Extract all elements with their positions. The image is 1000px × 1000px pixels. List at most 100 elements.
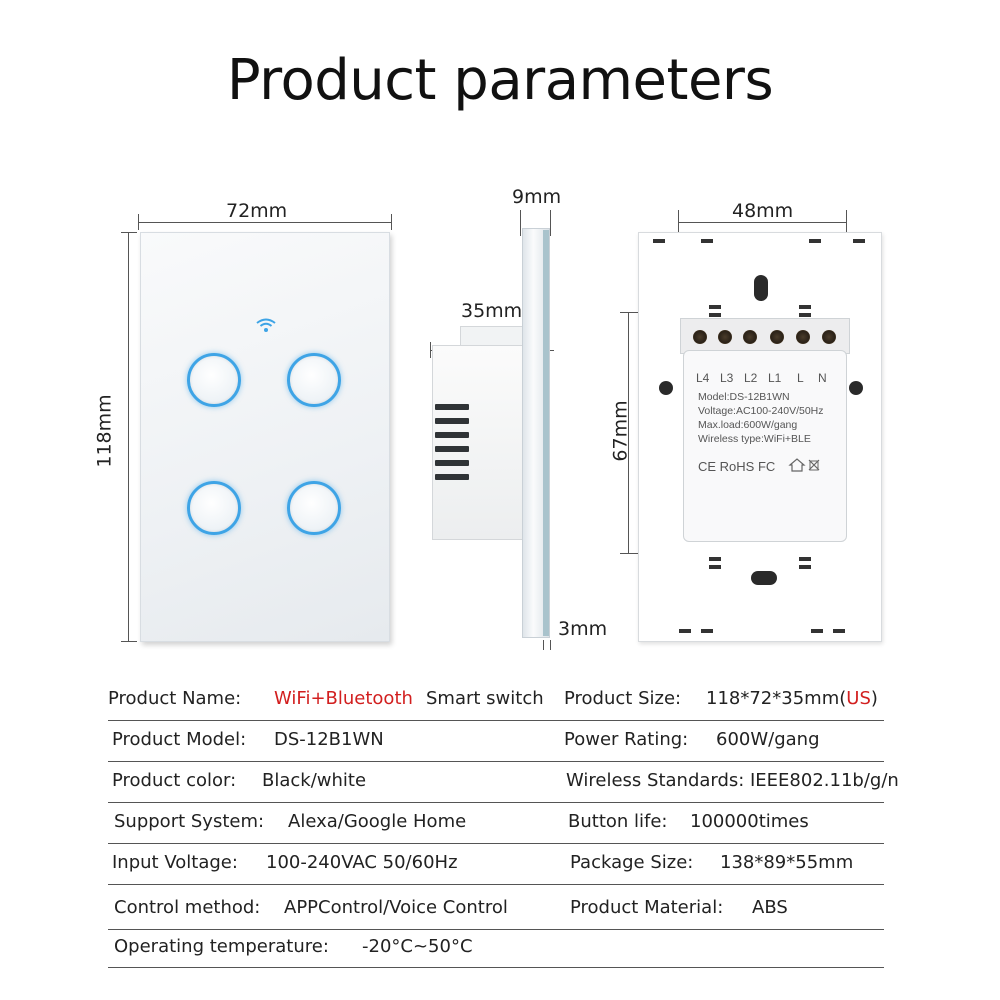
back-slot bbox=[709, 565, 721, 569]
spec-label: Product Size: bbox=[564, 688, 682, 709]
house-bin-icon bbox=[788, 458, 820, 472]
dim-glass-tick-left bbox=[543, 640, 544, 650]
vent-slot bbox=[435, 474, 469, 480]
dim-depth-tick-left bbox=[520, 210, 521, 236]
table-row: Operating temperature: -20°C~50°C bbox=[108, 930, 884, 968]
touch-button-2 bbox=[287, 353, 341, 407]
dim-height-label: 118mm bbox=[93, 394, 116, 468]
relay-module: L4 L3 L2 L1 L N Model:DS-12B1WN Voltage:… bbox=[683, 350, 847, 542]
module-line: Max.load:600W/gang bbox=[698, 419, 798, 431]
touch-button-3 bbox=[187, 481, 241, 535]
dim-glass-tick-right bbox=[550, 640, 551, 650]
terminal-label: L2 bbox=[744, 371, 758, 385]
mount-hole-bottom bbox=[751, 571, 777, 585]
spec-value: Smart switch bbox=[426, 688, 544, 709]
mount-hole-top bbox=[754, 275, 768, 301]
screw-hole-left bbox=[659, 381, 673, 395]
back-slot bbox=[701, 239, 713, 243]
page-title: Product parameters bbox=[226, 48, 774, 113]
back-slot bbox=[679, 629, 691, 633]
touch-button-1 bbox=[187, 353, 241, 407]
vent-slot bbox=[435, 404, 469, 410]
back-slot bbox=[799, 305, 811, 309]
back-slot bbox=[799, 557, 811, 561]
spec-value: DS-12B1WN bbox=[274, 729, 384, 750]
spec-label: Power Rating: bbox=[564, 729, 689, 750]
wifi-icon bbox=[256, 318, 276, 332]
dim-body-label: 35mm bbox=[461, 300, 523, 322]
dim-height-line bbox=[128, 232, 129, 642]
spec-value: -20°C~50°C bbox=[362, 936, 473, 957]
back-slot bbox=[853, 239, 865, 243]
dim-terminal-label: 48mm bbox=[732, 200, 794, 222]
table-row: Product Name: WiFi+Bluetooth Smart switc… bbox=[108, 680, 884, 721]
module-line: Voltage:AC100-240V/50Hz bbox=[698, 405, 824, 417]
vent-slot bbox=[435, 460, 469, 466]
back-slot bbox=[809, 239, 821, 243]
spec-label: Package Size: bbox=[570, 852, 694, 873]
dim-body-tick bbox=[430, 342, 431, 358]
dim-width-line bbox=[138, 222, 392, 223]
terminal-label: L3 bbox=[720, 371, 734, 385]
spec-value: 138*89*55mm bbox=[720, 852, 854, 873]
spec-label: Button life: bbox=[568, 811, 668, 832]
terminal-screw bbox=[743, 330, 757, 344]
spec-value: 600W/gang bbox=[716, 729, 820, 750]
spec-value: Black/white bbox=[262, 770, 367, 791]
dim-depth-label: 9mm bbox=[512, 186, 562, 208]
terminal-label: L bbox=[797, 371, 804, 385]
spec-label: Product color: bbox=[112, 770, 237, 791]
dim-module-line bbox=[628, 312, 629, 554]
spec-label: Operating temperature: bbox=[114, 936, 329, 957]
table-row: Product Model: DS-12B1WN Power Rating: 6… bbox=[108, 721, 884, 762]
table-row: Input Voltage: 100-240VAC 50/60Hz Packag… bbox=[108, 844, 884, 885]
back-slot bbox=[811, 629, 823, 633]
switch-side-body bbox=[432, 345, 524, 540]
back-slot bbox=[799, 313, 811, 317]
dim-width-label: 72mm bbox=[226, 200, 288, 222]
spec-value: APPControl/Voice Control bbox=[284, 897, 508, 918]
spec-label: Product Name: bbox=[108, 688, 242, 709]
cert-marks: CE RoHS FC bbox=[698, 459, 776, 474]
screw-hole-right bbox=[849, 381, 863, 395]
switch-front-panel bbox=[140, 232, 390, 642]
vent-slot bbox=[435, 446, 469, 452]
back-slot bbox=[833, 629, 845, 633]
dim-depth-tick-right bbox=[550, 210, 551, 236]
back-slot bbox=[701, 629, 713, 633]
terminal-screw bbox=[718, 330, 732, 344]
module-line: Wireless type:WiFi+BLE bbox=[698, 433, 811, 445]
terminal-screw bbox=[796, 330, 810, 344]
terminal-screw bbox=[822, 330, 836, 344]
spec-label: Input Voltage: bbox=[112, 852, 238, 873]
back-slot bbox=[709, 305, 721, 309]
spec-value: ABS bbox=[752, 897, 788, 918]
touch-button-4 bbox=[287, 481, 341, 535]
side-glass-edge bbox=[543, 230, 549, 636]
spec-label: Support System: bbox=[114, 811, 265, 832]
terminal-screw bbox=[693, 330, 707, 344]
terminal-label: L1 bbox=[768, 371, 782, 385]
terminal-block bbox=[680, 318, 850, 354]
vent-slot bbox=[435, 418, 469, 424]
spec-label: Product Model: bbox=[112, 729, 247, 750]
back-slot bbox=[653, 239, 665, 243]
spec-value: IEEE802.11b/g/n bbox=[750, 770, 899, 791]
dim-height-tick-top bbox=[121, 232, 137, 233]
vent-slot bbox=[435, 432, 469, 438]
back-slot bbox=[709, 313, 721, 317]
dim-terminal-line bbox=[678, 222, 846, 223]
table-row: Support System: Alexa/Google Home Button… bbox=[108, 803, 884, 844]
dim-height-tick-bottom bbox=[121, 641, 137, 642]
module-line: Model:DS-12B1WN bbox=[698, 391, 790, 403]
terminal-label: L4 bbox=[696, 371, 710, 385]
spec-value-highlight: WiFi+Bluetooth bbox=[274, 688, 413, 709]
dim-width-tick-left bbox=[138, 214, 139, 230]
spec-value: Alexa/Google Home bbox=[288, 811, 467, 832]
spec-value: 100000times bbox=[690, 811, 809, 832]
back-slot bbox=[799, 565, 811, 569]
table-row: Control method: APPControl/Voice Control… bbox=[108, 885, 884, 930]
terminal-label: N bbox=[818, 371, 827, 385]
spec-label: Product Material: bbox=[570, 897, 724, 918]
table-row: Product color: Black/white Wireless Stan… bbox=[108, 762, 899, 803]
